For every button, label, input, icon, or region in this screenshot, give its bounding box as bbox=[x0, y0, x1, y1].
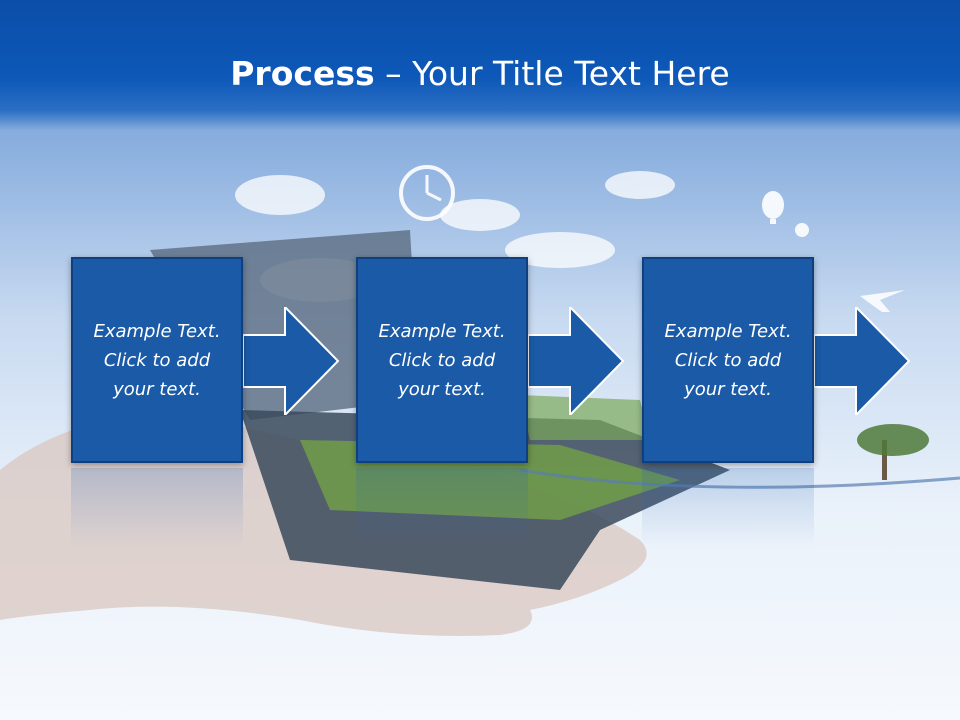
title-bar bbox=[0, 0, 960, 130]
tree-icon bbox=[857, 424, 929, 480]
airplane-icon bbox=[860, 290, 905, 312]
title-bold: Process bbox=[230, 54, 375, 93]
step-3-line-1: Example Text. bbox=[664, 320, 792, 342]
step-2-line-3: your text. bbox=[398, 378, 486, 400]
box-reflection-3 bbox=[642, 468, 814, 548]
hot-air-balloon-icon bbox=[762, 191, 809, 237]
step-text-3: Example Text. Click to add your text. bbox=[658, 317, 797, 404]
step-3-line-3: your text. bbox=[684, 378, 772, 400]
box-reflection-2 bbox=[356, 468, 528, 548]
arrow-icon-2 bbox=[528, 307, 624, 415]
box-reflection-1 bbox=[71, 468, 243, 548]
process-step-3[interactable]: Example Text. Click to add your text. bbox=[642, 257, 814, 463]
step-text-1: Example Text. Click to add your text. bbox=[87, 317, 226, 404]
process-step-2[interactable]: Example Text. Click to add your text. bbox=[356, 257, 528, 463]
slide-title[interactable]: Process – Your Title Text Here bbox=[0, 52, 960, 96]
step-3-line-2: Click to add bbox=[674, 349, 782, 371]
step-text-2: Example Text. Click to add your text. bbox=[372, 317, 511, 404]
step-1-line-3: your text. bbox=[113, 378, 201, 400]
process-step-1[interactable]: Example Text. Click to add your text. bbox=[71, 257, 243, 463]
title-rest: – Your Title Text Here bbox=[374, 54, 730, 93]
step-1-line-2: Click to add bbox=[103, 349, 211, 371]
arrow-icon-1 bbox=[243, 307, 339, 415]
step-1-line-1: Example Text. bbox=[93, 320, 221, 342]
arrow-icon-3 bbox=[814, 307, 910, 415]
step-2-line-1: Example Text. bbox=[378, 320, 506, 342]
clock-icon bbox=[399, 165, 455, 221]
step-2-line-2: Click to add bbox=[388, 349, 496, 371]
swoosh-line bbox=[519, 468, 960, 489]
